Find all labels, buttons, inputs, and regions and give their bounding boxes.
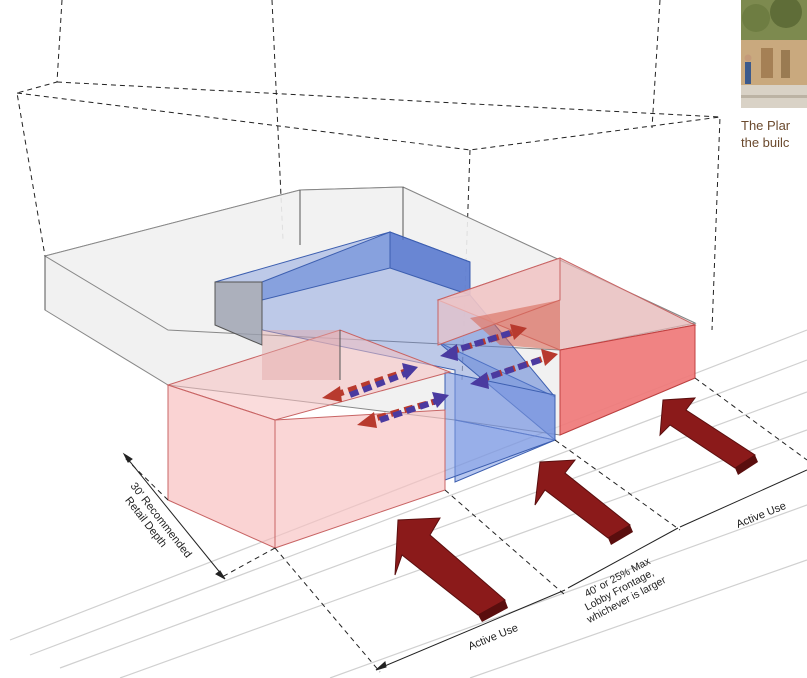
- arrowhead-lobby-right-upper: [440, 344, 458, 361]
- photo-caption: The Plar the builc: [741, 117, 807, 161]
- entry-arrow-left: [394, 517, 508, 622]
- arrowhead-left-retail-lower: [357, 412, 377, 428]
- arrowhead-lobby-upper: [402, 363, 418, 380]
- interior-circulation-arrows: [322, 324, 558, 428]
- entry-arrow-center: [534, 459, 633, 545]
- retail-volume-right: [436, 257, 697, 436]
- entry-arrow-right: [659, 397, 758, 475]
- street-photo-thumbnail: [741, 0, 807, 108]
- photo-image: [741, 0, 807, 108]
- retail-volume-left: [166, 329, 452, 549]
- arrowhead-lobby-lower: [432, 392, 449, 408]
- active-use-label-left: Active Use: [467, 622, 520, 653]
- caption-line-1: The Plar: [741, 118, 791, 133]
- arrowhead-lobby-right-lower: [470, 372, 489, 389]
- dimension-lines: [122, 377, 807, 673]
- street-entry-arrows: [394, 397, 758, 622]
- arrowhead-right-retail-upper: [510, 324, 527, 340]
- arrowhead-left-retail-upper: [322, 386, 342, 402]
- caption-line-2: the builc: [741, 135, 790, 150]
- lobby-frontage-label: 40' or 25% Max Lobby Frontage, whichever…: [573, 553, 669, 627]
- arrowhead-right-retail-lower: [541, 349, 558, 366]
